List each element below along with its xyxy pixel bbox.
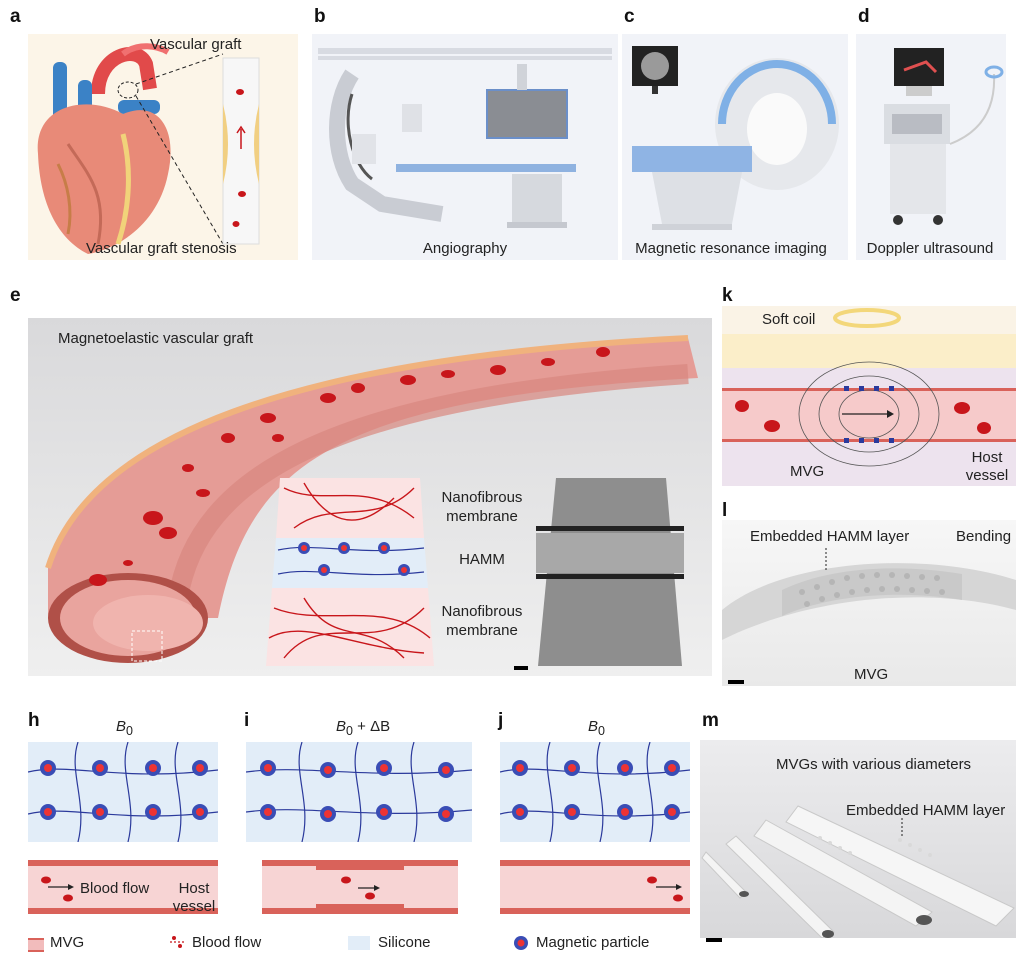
mvg-photo [701,805,1015,938]
graft-illustration [45,335,698,663]
panel-b-angiography [312,34,618,260]
panel-label-i: i [244,710,250,731]
panel-label-m: m [702,710,719,731]
panel-d-caption: Doppler ultrasound [866,240,994,257]
panel-k-vessel-label-2: vessel [965,467,1009,484]
vessel-j [500,860,690,914]
sem-micrograph [536,478,684,666]
legend-blood-flow-icon [168,934,188,950]
panel-f-hamm-label: HAMM [459,551,505,568]
panel-i-field-symbol: B [336,718,347,735]
panel-h-vessel-label-1: Host [178,880,210,897]
panel-h-flow-label: Blood flow [80,880,150,897]
panel-i-particles [246,742,472,842]
panel-c-mri [622,34,848,260]
panel-h-particles [28,742,218,842]
panel-label-d: d [858,6,870,27]
panel-g-scale-bar [514,666,528,670]
panel-k-coil [722,306,1016,486]
particles-network-i [246,742,472,842]
panel-h-vessel [28,860,218,914]
panel-k-vessel-label: Host vessel [958,449,1016,485]
layers-illustration [266,478,434,666]
panel-i-field-sub: 0 [346,724,353,738]
panel-h-field-symbol: B [116,718,127,735]
panel-l-scale-bar [728,680,744,684]
panel-f-layers [264,478,436,666]
panel-b-caption: Angiography [422,240,508,257]
panel-m-photo [700,740,1016,938]
angiography-illustration [318,48,612,228]
panel-f-top-label-2: membrane [446,508,518,525]
ultrasound-illustration [884,48,1004,225]
panel-label-l: l [722,500,728,521]
panel-a-stenosis-label: Vascular graft stenosis [86,240,237,257]
coil-illustration [722,306,1016,486]
panel-j-field-label: B0 [588,718,605,738]
panel-j-field-sub: 0 [598,724,605,738]
panel-h-vessel-label-2: vessel [172,898,216,915]
panel-f-top-label-1: Nanofibrous [441,489,523,506]
panel-l-bending [722,520,1016,686]
panel-a-heart [28,34,298,260]
panel-label-j: j [498,710,504,731]
panel-f-bottom-label-2: membrane [446,622,518,639]
panel-c-caption: Magnetic resonance imaging [635,240,827,257]
heart-illustration [37,43,260,254]
panel-l-mvg-label: MVG [854,666,889,683]
panel-k-vessel-label-1: Host [971,449,1003,466]
panel-m-title: MVGs with various diameters [776,756,972,773]
mri-illustration [632,46,839,230]
panel-i-field-label: B0 + ΔB [336,718,390,738]
bending-graft-photo [722,548,1016,640]
panel-d-ultrasound [856,34,1006,260]
panel-label-e: e [10,285,21,306]
panel-label-k: k [722,285,733,306]
panel-j-field-symbol: B [588,718,599,735]
panel-k-mvg-label: MVG [790,463,825,480]
legend-mvg-swatch [28,938,44,952]
panel-label-h: h [28,710,40,731]
legend-mvg-label: MVG [50,934,85,951]
legend-silicone-swatch [348,936,370,950]
legend-silicone-label: Silicone [378,934,431,951]
panel-e-title: Magnetoelastic vascular graft [58,330,254,347]
panel-h-field-sub: 0 [126,724,133,738]
panel-label-c: c [624,6,635,27]
panel-l-layer-label: Embedded HAMM layer [750,528,910,545]
panel-label-a: a [10,6,21,27]
panel-k-coil-label: Soft coil [762,311,816,328]
vessel-h [28,860,218,914]
panel-h-vessel-label: Host vessel [168,880,220,916]
panel-j-particles [500,742,690,842]
panel-l-state-label: Bending [956,528,1012,545]
panel-j-vessel [500,860,690,914]
panel-a-graft-label: Vascular graft [150,36,242,53]
panel-g-sem [536,478,684,666]
panel-h-field-label: B0 [116,718,133,738]
panel-i-vessel [262,860,458,914]
panel-f-bottom-label-1: Nanofibrous [441,603,523,620]
panel-f-bottom-label: Nanofibrous membrane [430,602,534,640]
panel-f-top-label: Nanofibrous membrane [430,488,534,526]
panel-m-scale-bar [706,938,722,942]
panel-i-field-suffix: + ΔB [352,718,391,735]
panel-m-layer-label: Embedded HAMM layer [846,802,1006,819]
particles-network-j [500,742,690,842]
legend-magnetic-particle-label: Magnetic particle [536,934,650,951]
particles-network-h [28,742,218,842]
legend-blood-flow-label: Blood flow [192,934,262,951]
legend-magnetic-particle-icon [512,934,530,952]
panel-label-b: b [314,6,326,27]
vessel-i [262,860,458,914]
